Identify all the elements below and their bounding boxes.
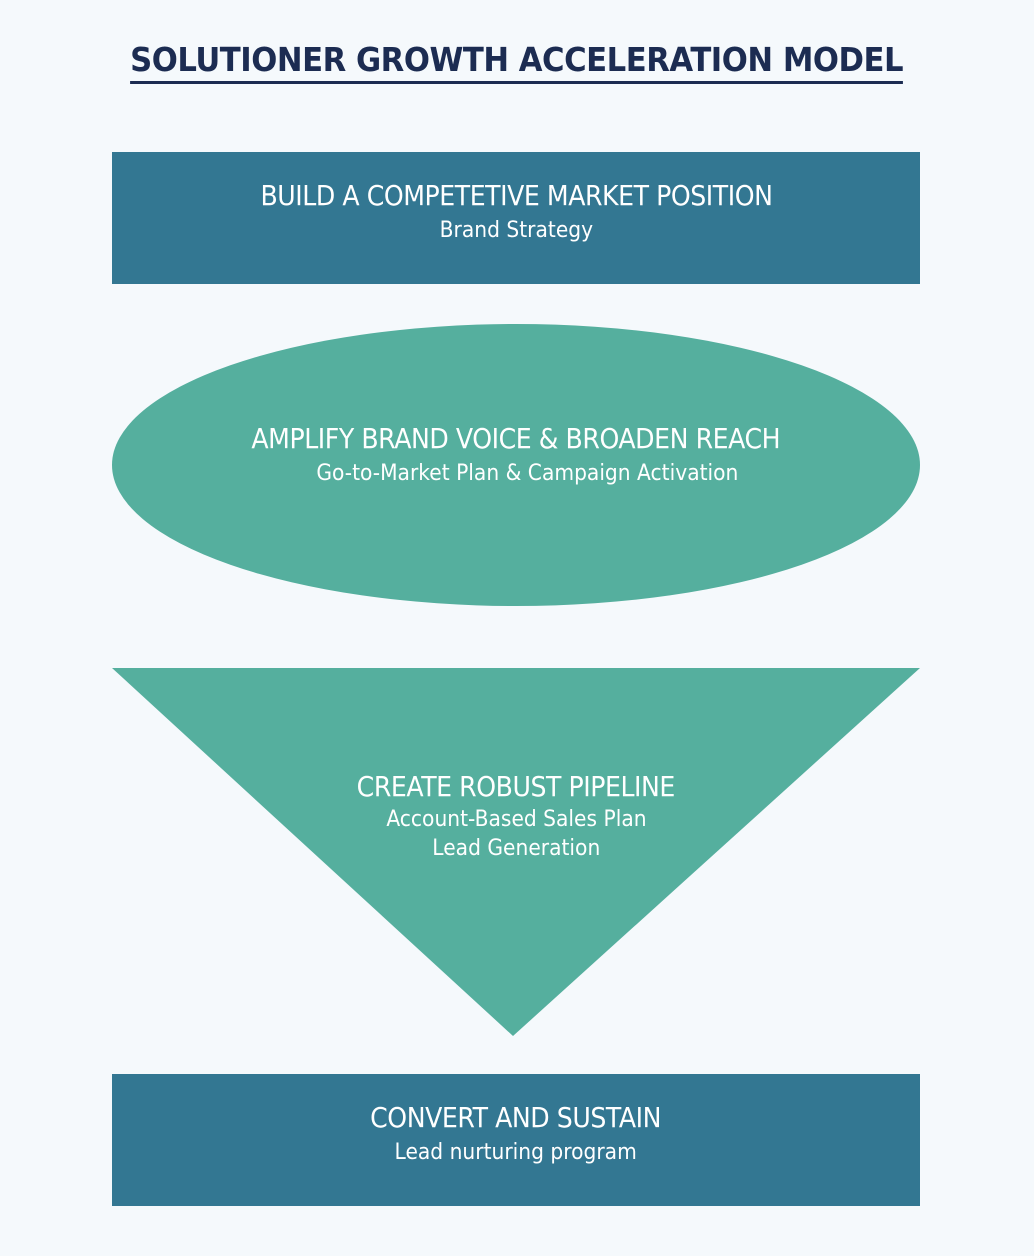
stage-subtext: Lead Generation	[432, 836, 600, 861]
stage-convert-and-sustain: CONVERT AND SUSTAIN Lead nurturing progr…	[112, 1074, 920, 1206]
stage-subtext: Lead nurturing program	[394, 1140, 638, 1165]
triangle-fill	[112, 668, 920, 1036]
diagram-title: SOLUTIONER GROWTH ACCELERATION MODEL	[0, 40, 1034, 84]
diagram-title-text: SOLUTIONER GROWTH ACCELERATION MODEL	[130, 40, 904, 84]
stage-build-market-position: BUILD A COMPETETIVE MARKET POSITION Bran…	[112, 152, 920, 284]
stage-amplify-brand-voice: AMPLIFY BRAND VOICE & BROADEN REACH Go-t…	[112, 324, 920, 606]
stage-create-pipeline: CREATE ROBUST PIPELINE Account-Based Sal…	[112, 668, 920, 1036]
stage-heading: CONVERT AND SUSTAIN	[370, 1101, 662, 1134]
stage-heading: BUILD A COMPETETIVE MARKET POSITION	[259, 179, 773, 212]
stage-subtext: Account-Based Sales Plan	[385, 807, 647, 832]
inverted-triangle-shape	[112, 668, 920, 1036]
stage-subtext: Go-to-Market Plan & Campaign Activation	[315, 461, 739, 486]
stage-heading: AMPLIFY BRAND VOICE & BROADEN REACH	[251, 422, 781, 455]
stage-subtext: Brand Strategy	[439, 218, 593, 243]
stage-heading: CREATE ROBUST PIPELINE	[356, 770, 676, 803]
